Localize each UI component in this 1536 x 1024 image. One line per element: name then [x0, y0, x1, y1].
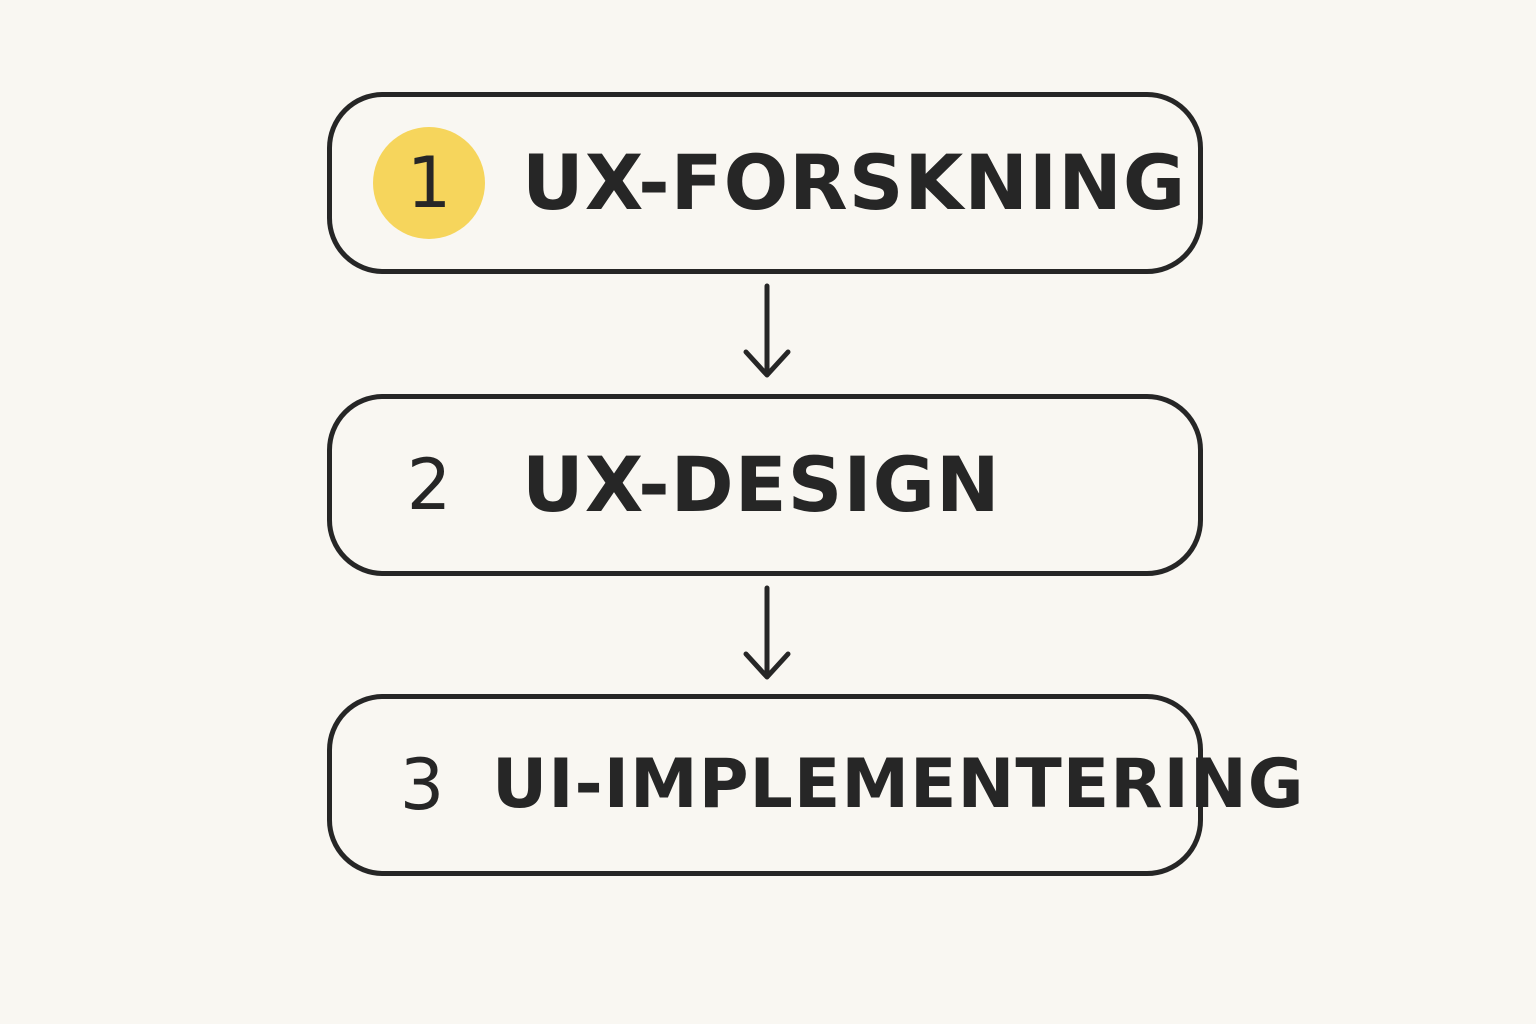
step-number: 3	[399, 744, 445, 826]
step-number: 2	[406, 444, 452, 526]
step-label: UX-DESIGN	[522, 440, 1001, 529]
highlight-circle	[373, 127, 485, 239]
step-box-ui-implementation: 3 UI-IMPLEMENTERING	[327, 694, 1304, 876]
step-label: UX-FORSKNING	[522, 138, 1187, 227]
arrow-down-icon	[743, 585, 791, 680]
step-number: 1	[406, 142, 452, 224]
step-label: UI-IMPLEMENTERING	[492, 745, 1305, 824]
step-box-ux-design: 2 UX-DESIGN	[327, 394, 1203, 576]
step-box-ux-research: 1 UX-FORSKNING	[327, 92, 1203, 274]
arrow-down-icon	[743, 283, 791, 378]
